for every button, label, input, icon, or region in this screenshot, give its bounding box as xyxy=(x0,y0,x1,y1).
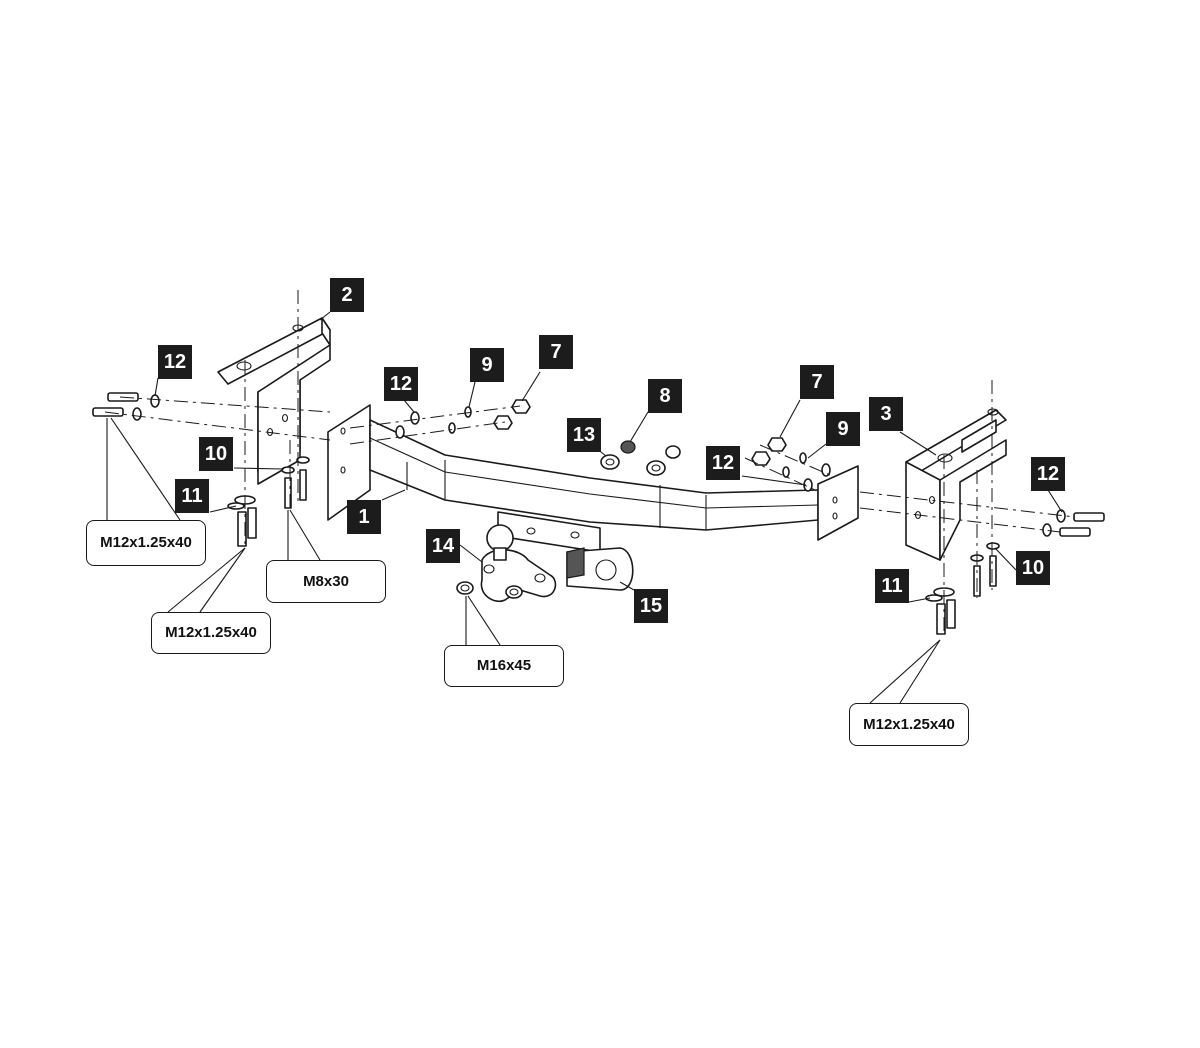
callout-1: 1 xyxy=(347,500,381,534)
tow-ball xyxy=(456,524,557,602)
crossbar xyxy=(327,404,859,553)
left-bracket xyxy=(217,317,331,485)
callout-leaders xyxy=(106,311,1063,704)
callout-11: 11 xyxy=(175,479,209,513)
callout-13: 13 xyxy=(567,418,601,452)
callout-14: 14 xyxy=(426,529,460,563)
callout-12: 12 xyxy=(1031,457,1065,491)
assembly-axis-lines xyxy=(104,290,1076,636)
callout-7: 7 xyxy=(800,365,834,399)
bolt-spec-label: M16x45 xyxy=(444,645,564,687)
callout-3: 3 xyxy=(869,397,903,431)
callout-11: 11 xyxy=(875,569,909,603)
right-bracket xyxy=(905,408,1007,561)
bolt-spec-label: M12x1.25x40 xyxy=(849,703,969,746)
callout-9: 9 xyxy=(470,348,504,382)
bolt-spec-label: M12x1.25x40 xyxy=(86,520,206,566)
callout-10: 10 xyxy=(1016,551,1050,585)
callout-10: 10 xyxy=(199,437,233,471)
callout-8: 8 xyxy=(648,379,682,413)
socket-plate xyxy=(566,547,634,591)
callout-12: 12 xyxy=(706,446,740,480)
callout-12: 12 xyxy=(384,367,418,401)
bolt-spec-label: M12x1.25x40 xyxy=(151,612,271,654)
nuts-washers xyxy=(600,440,681,476)
bolt-spec-label: M8x30 xyxy=(266,560,386,603)
callout-12: 12 xyxy=(158,345,192,379)
callout-7: 7 xyxy=(539,335,573,369)
left-lower-bolts xyxy=(227,456,310,547)
callout-15: 15 xyxy=(634,589,668,623)
callout-9: 9 xyxy=(826,412,860,446)
callout-2: 2 xyxy=(330,278,364,312)
